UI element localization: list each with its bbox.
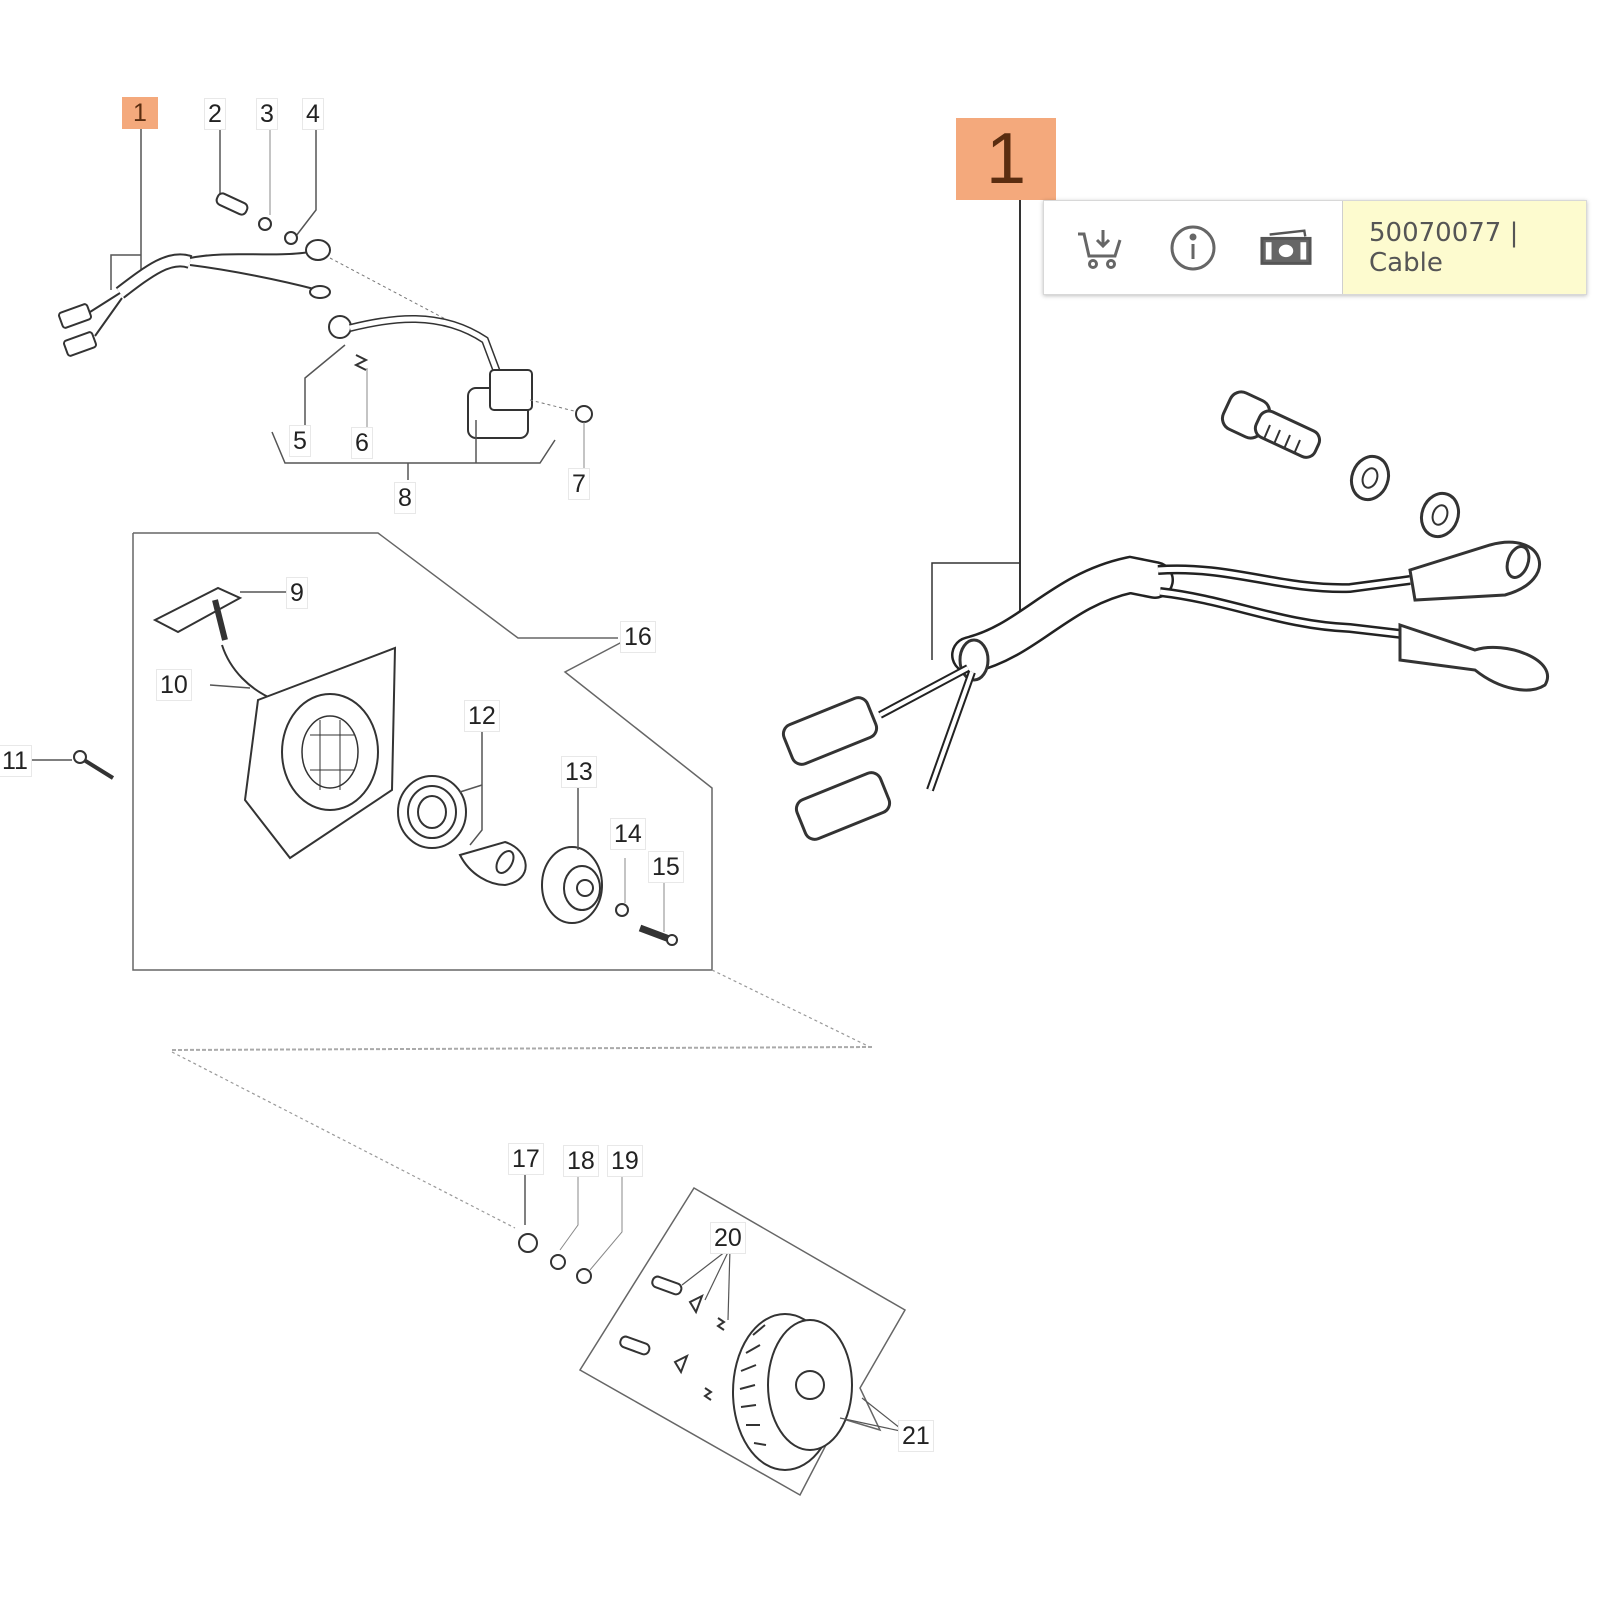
flywheel-group (518, 1168, 907, 1497)
part-label-20[interactable]: 20 (710, 1222, 746, 1254)
part-label-19[interactable]: 19 (607, 1145, 643, 1177)
part-label-5[interactable]: 5 (289, 425, 311, 457)
part-screw-11[interactable] (73, 750, 115, 780)
part-flywheel[interactable] (732, 1313, 853, 1471)
part-label-2[interactable]: 2 (204, 98, 226, 130)
detail-washer-2[interactable] (1416, 488, 1465, 542)
part-label-21[interactable]: 21 (898, 1420, 934, 1452)
part-ignition-coil[interactable] (328, 314, 533, 439)
part-starter-housing[interactable] (243, 646, 397, 860)
part-number-name: 50070077 | Cable (1342, 201, 1586, 294)
part-label-1[interactable]: 1 (122, 97, 158, 129)
info-icon[interactable] (1167, 222, 1219, 274)
part-label-6[interactable]: 6 (351, 427, 373, 459)
part-label-16[interactable]: 16 (620, 621, 656, 653)
part-recoil-spring[interactable] (397, 775, 527, 887)
part-label-14[interactable]: 14 (610, 818, 646, 850)
detail-bolt[interactable] (1219, 388, 1323, 461)
part-pawl-set[interactable] (619, 1275, 726, 1401)
part-label-15[interactable]: 15 (648, 851, 684, 883)
part-label-11[interactable]: 11 (0, 745, 32, 777)
cable-detail-view (780, 200, 1549, 842)
detail-callout: 1 (956, 118, 1056, 200)
part-label-8[interactable]: 8 (394, 482, 416, 514)
detail-cable[interactable] (780, 540, 1549, 842)
part-washer-14[interactable] (615, 903, 629, 917)
ignition-group (58, 127, 593, 480)
part-label-3[interactable]: 3 (256, 98, 278, 130)
starter-group (30, 532, 713, 971)
cart-download-icon[interactable] (1074, 222, 1126, 274)
part-washer-4[interactable] (284, 231, 298, 245)
detail-washer-1[interactable] (1346, 451, 1395, 505)
part-label-9[interactable]: 9 (286, 577, 308, 609)
part-label-18[interactable]: 18 (563, 1145, 599, 1177)
part-washer-19[interactable] (576, 1268, 592, 1284)
part-cable-small[interactable] (58, 239, 331, 357)
price-icon[interactable] (1260, 222, 1312, 274)
part-nut-7[interactable] (575, 405, 593, 423)
popup-actions (1044, 201, 1342, 294)
part-label-4[interactable]: 4 (302, 98, 324, 130)
part-label-7[interactable]: 7 (568, 468, 590, 500)
part-starter-handle[interactable] (152, 586, 276, 701)
part-bolt-2[interactable] (215, 192, 249, 216)
part-label-10[interactable]: 10 (156, 669, 192, 701)
part-screw-15[interactable] (638, 924, 678, 946)
part-washer-3[interactable] (258, 217, 272, 231)
part-washer-18[interactable] (550, 1254, 566, 1270)
part-label-13[interactable]: 13 (561, 756, 597, 788)
part-label-12[interactable]: 12 (464, 700, 500, 732)
part-spacer-17[interactable] (518, 1233, 538, 1253)
part-popup: 50070077 | Cable (1043, 200, 1587, 295)
part-label-17[interactable]: 17 (508, 1143, 544, 1175)
part-pulley[interactable] (541, 846, 603, 924)
